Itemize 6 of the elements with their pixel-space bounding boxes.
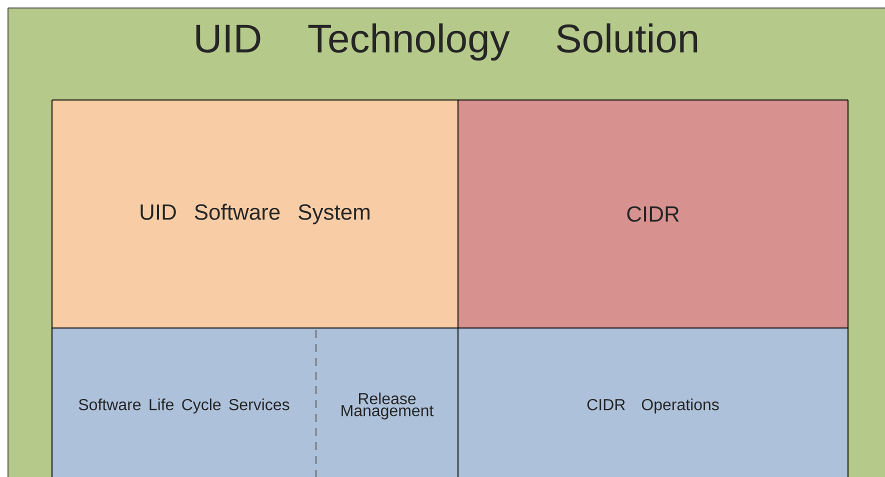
node-label: Release Management [342,392,434,420]
section-box: UID Software System [52,100,458,328]
section-box: CIDR [458,100,848,328]
cell: Software Life Cycle Services [52,328,316,477]
cell: Release Management [316,328,458,477]
panel-title: UID Technology Solution [196,23,698,61]
